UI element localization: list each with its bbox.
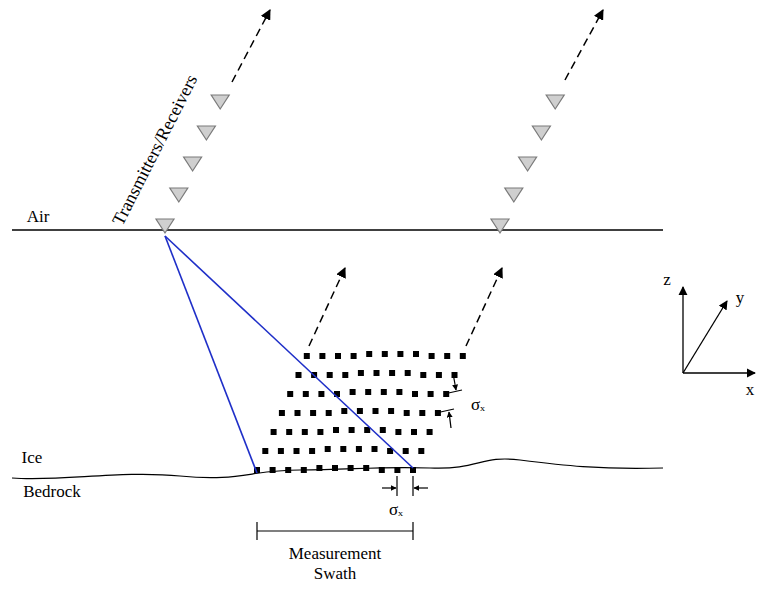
axis-triad	[683, 287, 755, 373]
motion-arrow	[232, 10, 270, 82]
measurement-grid	[254, 351, 466, 473]
motion-arrow	[565, 10, 603, 80]
swath-label: Measurement Swath	[280, 544, 390, 583]
spacing-dimension	[436, 373, 462, 428]
array-label: Transmitters/Receivers	[108, 71, 202, 229]
axis-label: x	[746, 380, 755, 400]
motion-arrow	[466, 268, 502, 346]
air-surface	[12, 229, 663, 230]
axis-label: y	[736, 288, 745, 308]
axis-label: z	[663, 270, 671, 290]
transmitter-array	[156, 95, 564, 233]
swath-bracket	[257, 522, 413, 540]
ice-bedrock-interface	[12, 459, 663, 479]
medium-label: Bedrock	[23, 482, 81, 502]
ray-line	[165, 236, 257, 473]
spacing-dimension	[382, 476, 428, 496]
medium-label: Air	[27, 207, 50, 227]
motion-arrow	[309, 268, 345, 346]
medium-label: Ice	[22, 448, 43, 468]
ray-line	[165, 236, 413, 468]
spacing-label: σₓ	[389, 500, 403, 520]
spacing-label: σₓ	[471, 395, 485, 415]
